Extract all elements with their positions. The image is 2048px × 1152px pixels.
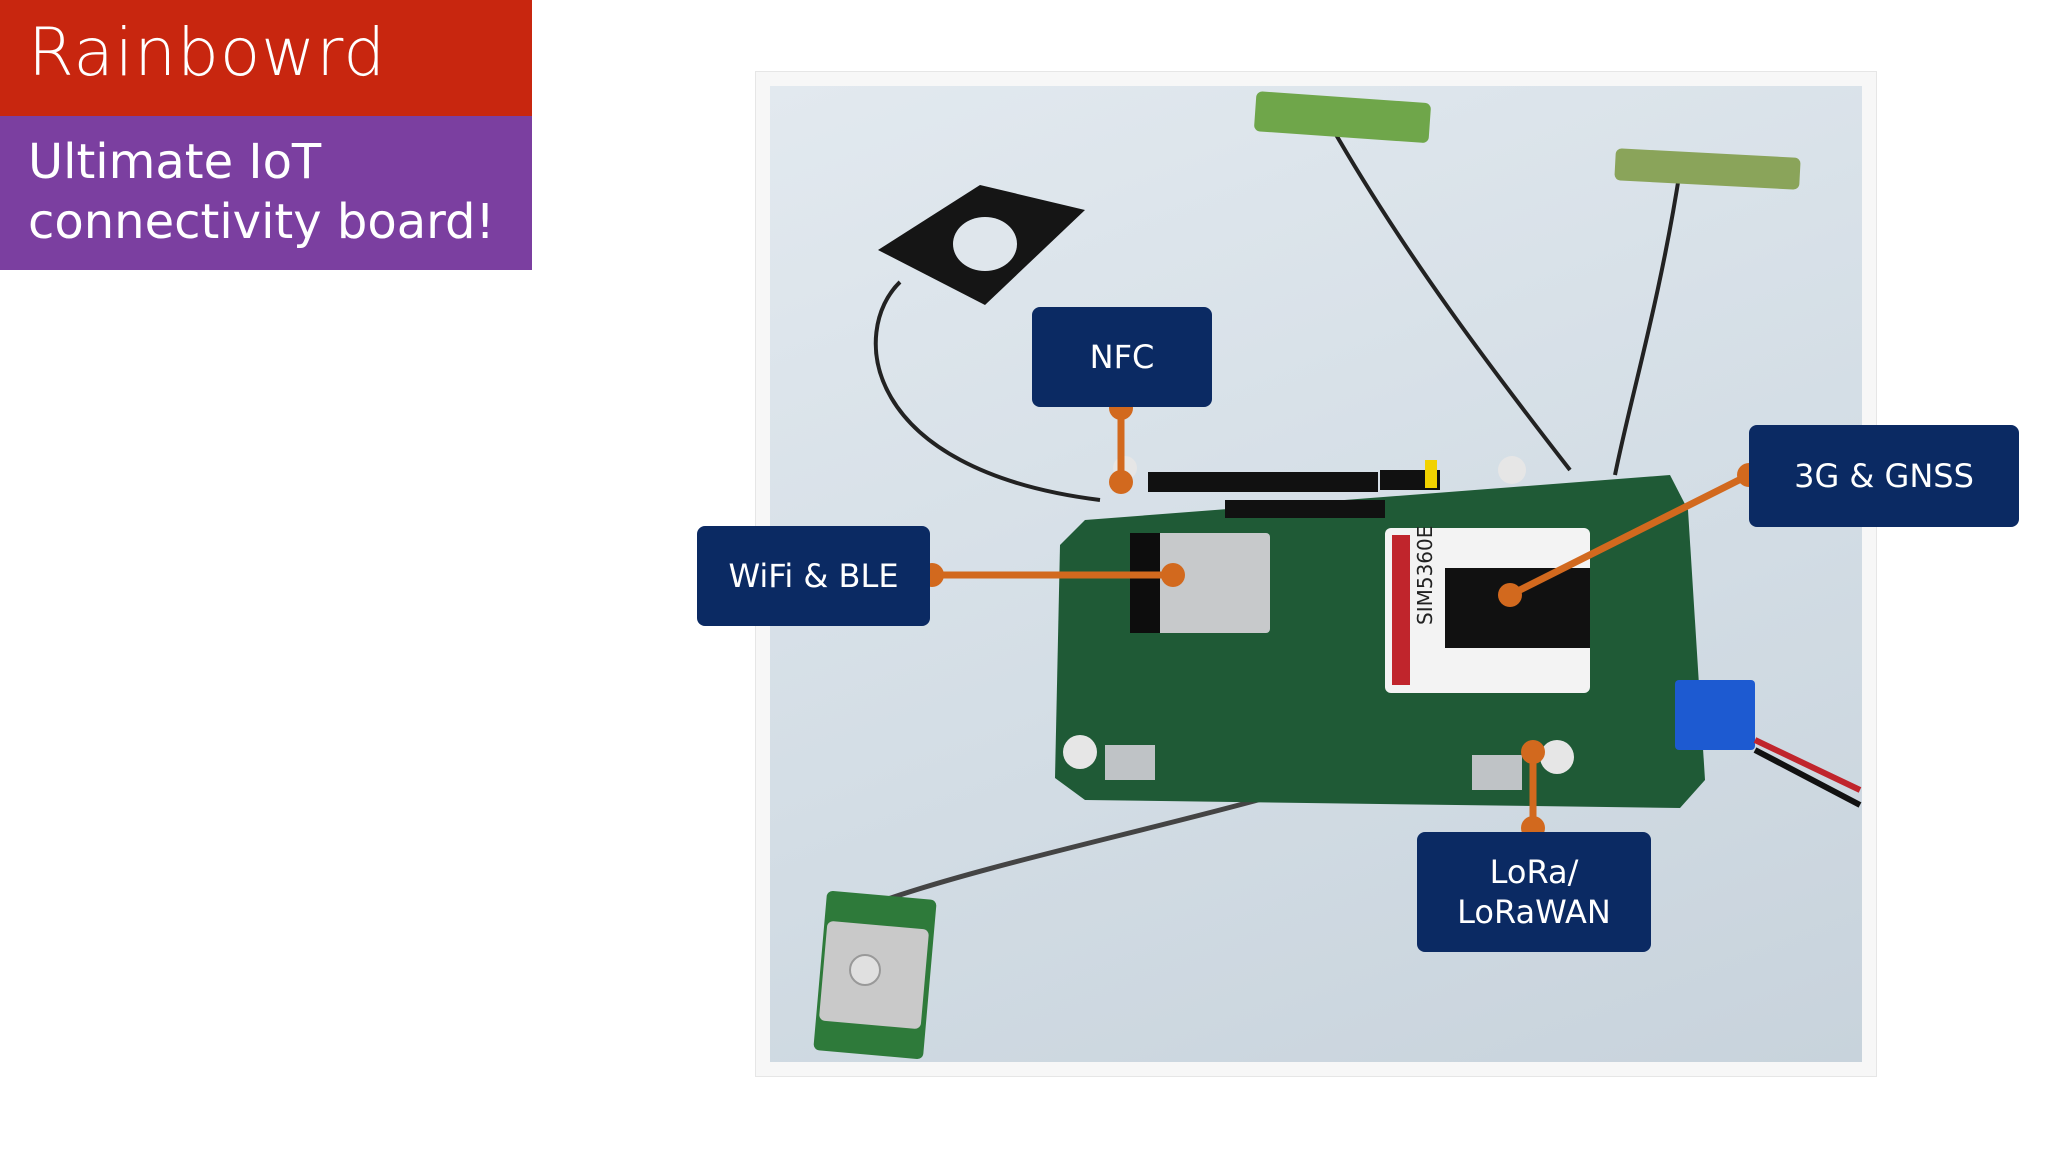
subtitle-banner: Ultimate IoT connectivity board!	[0, 116, 532, 270]
nfc-callout: NFC	[1032, 307, 1212, 407]
slide-title: Rainbowrd	[28, 14, 387, 91]
gnss-callout: 3G & GNSS	[1749, 425, 2019, 527]
nfc-antenna-cable	[873, 280, 1101, 502]
lte-antenna-cable-1	[1320, 109, 1572, 472]
title-banner: Rainbowrd	[0, 0, 532, 116]
iot-board: SIM5360E	[1055, 456, 1862, 808]
nfc-antenna	[878, 185, 1085, 305]
cellular-module: SIM5360E	[1385, 526, 1590, 693]
gps-antenna	[813, 891, 937, 1059]
lora-callout: LoRa/ LoRaWAN	[1417, 832, 1651, 952]
lte-antenna-cable-2	[1613, 169, 1682, 476]
pcb-antenna-1	[1254, 91, 1431, 143]
wifi-module	[1148, 533, 1270, 633]
wifi-ble-callout: WiFi & BLE	[697, 526, 930, 626]
slide-subtitle: Ultimate IoT connectivity board!	[28, 134, 495, 250]
pcb-antenna-2	[1614, 148, 1801, 190]
module-marking: SIM5360E	[1413, 526, 1437, 625]
callout-connectors	[920, 396, 1761, 840]
power-terminal	[1675, 680, 1755, 750]
